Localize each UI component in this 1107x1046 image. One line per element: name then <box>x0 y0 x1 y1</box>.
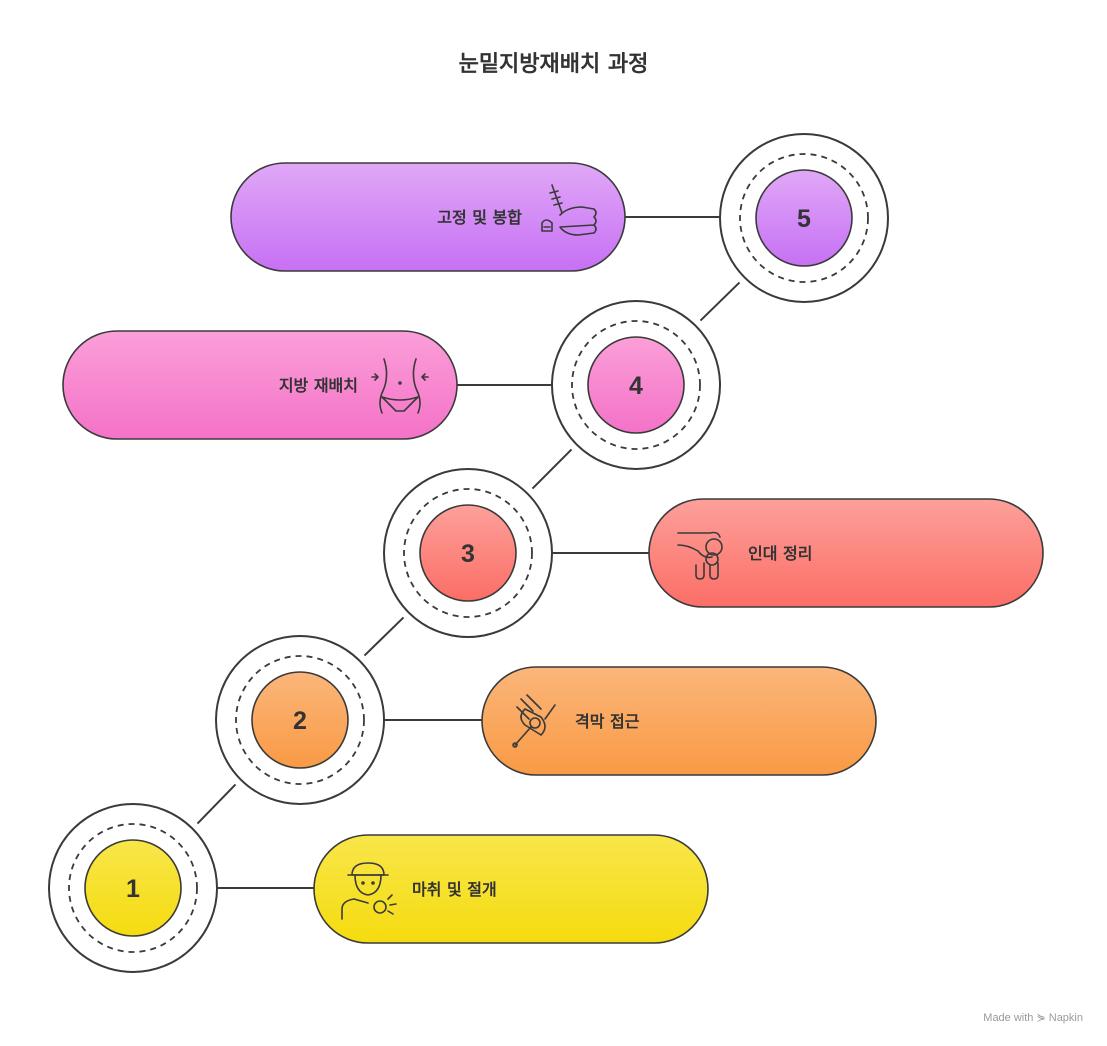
step-label: 격막 접근 <box>575 712 640 731</box>
dashed-ring <box>739 153 869 283</box>
diagonal-connector-4 <box>699 281 741 322</box>
step-number: 1 <box>126 875 140 903</box>
step-number: 5 <box>797 205 811 233</box>
steps-layer: 1 마취 및 절개 2 격막 접근 3 인대 정리 4 지방 재배치 5 고정 및 봉합 <box>48 133 1044 973</box>
step-circle <box>251 671 349 769</box>
step-label: 고정 및 봉합 <box>437 208 522 227</box>
step-3: 3 인대 정리 <box>383 468 1044 638</box>
diagonal-connector-2 <box>363 616 405 657</box>
step-label: 인대 정리 <box>748 544 812 563</box>
step-circle <box>84 839 182 937</box>
diagonal-connector-3 <box>531 448 573 490</box>
hand-knot-icon <box>677 531 723 580</box>
step-5: 5 고정 및 봉합 <box>230 133 889 303</box>
step-label: 지방 재배치 <box>279 376 358 395</box>
diagram-title: 눈밑지방재배치 과정 <box>458 52 649 77</box>
step-4: 4 지방 재배치 <box>62 300 721 470</box>
dashed-ring <box>571 320 701 450</box>
step-number: 4 <box>629 372 643 400</box>
hand-syringe-icon <box>541 184 597 236</box>
step-card <box>481 666 877 776</box>
waist-reshape-icon <box>371 358 429 414</box>
step-number: 2 <box>293 707 307 735</box>
step-connectors <box>196 216 741 889</box>
dashed-ring <box>68 823 198 953</box>
dashed-ring <box>235 655 365 785</box>
step-card <box>62 330 458 440</box>
step-1: 1 마취 및 절개 <box>48 803 709 973</box>
step-card <box>648 498 1044 608</box>
hand-probe-icon <box>512 694 556 748</box>
napkin-footer: Made with ⋟ Napkin <box>983 1012 1083 1024</box>
step-2: 2 격막 접근 <box>215 635 877 805</box>
doctor-anesthesia-icon <box>341 862 397 920</box>
diagonal-connector-1 <box>196 783 237 825</box>
step-card <box>230 162 626 272</box>
step-card <box>313 834 709 944</box>
dashed-ring <box>403 488 533 618</box>
step-circle <box>587 336 685 434</box>
step-circle <box>755 169 853 267</box>
step-circle <box>419 504 517 602</box>
step-number: 3 <box>461 540 475 568</box>
step-label: 마취 및 절개 <box>412 880 497 899</box>
